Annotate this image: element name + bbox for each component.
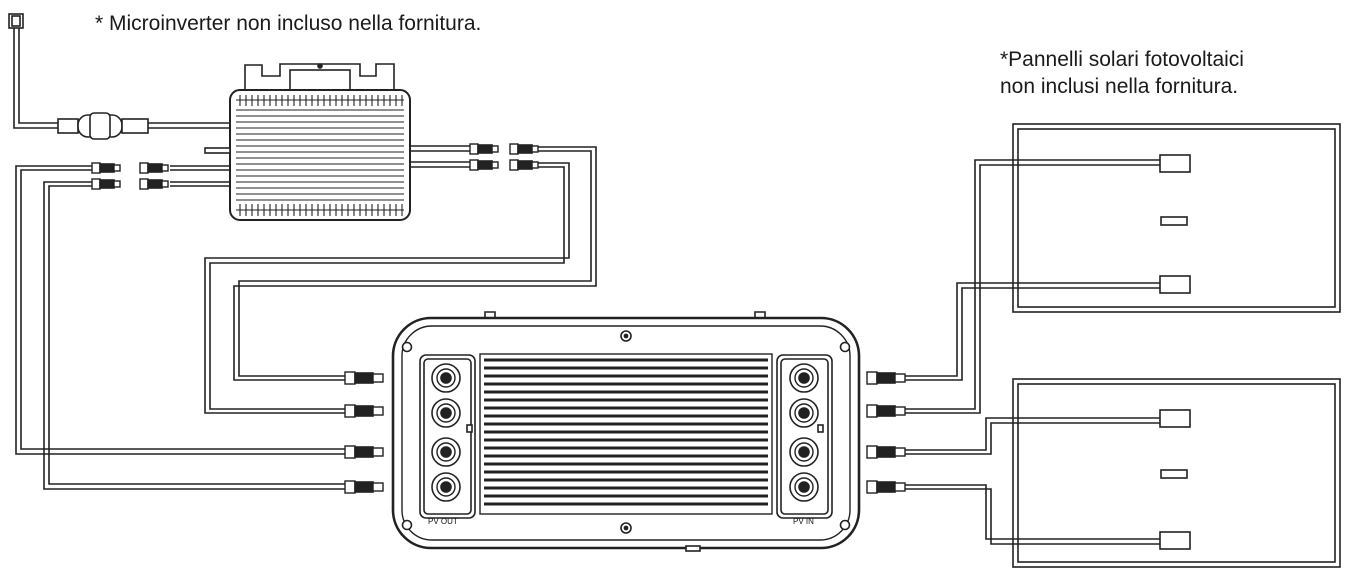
cable-pvin-to-panel1-top bbox=[905, 159, 1160, 414]
cable-pvin-to-panel1-bottom bbox=[905, 282, 1160, 381]
microinverter bbox=[204, 63, 411, 221]
wall-plug-icon bbox=[8, 13, 24, 29]
solar-panels-note-line-1: *Pannelli solari fotovoltaici bbox=[1000, 48, 1244, 71]
pv-in-connectors bbox=[866, 371, 906, 494]
pv-out-label: PV OUT bbox=[428, 517, 458, 526]
main-unit bbox=[391, 311, 861, 552]
ac-coupler bbox=[57, 112, 149, 140]
solar-panel-1 bbox=[1012, 123, 1341, 313]
pv-in-label: PV IN bbox=[793, 517, 814, 526]
solar-panel-2 bbox=[1012, 378, 1341, 568]
pv-out-connectors bbox=[344, 371, 384, 494]
cable-micro-to-pvout-1 bbox=[233, 146, 597, 381]
ac-cable bbox=[13, 28, 230, 129]
micro-leads-right bbox=[410, 143, 539, 171]
solar-panels-note-line-2: non inclusi nella fornitura. bbox=[1000, 75, 1239, 98]
cable-micro-to-pvout-2 bbox=[204, 162, 570, 414]
solar-panels-note: *Pannelli solari fotovoltaici non inclus… bbox=[1000, 46, 1244, 100]
cable-micro-to-pvout-4 bbox=[43, 181, 345, 490]
cable-pvin-to-panel2-top bbox=[905, 417, 1160, 455]
cable-micro-to-pvout-3 bbox=[15, 165, 345, 455]
cable-pvin-to-panel2-bottom bbox=[905, 484, 1160, 545]
microinverter-note: * Microinverter non incluso nella fornit… bbox=[95, 12, 482, 35]
micro-dc-leads-left bbox=[91, 162, 230, 190]
